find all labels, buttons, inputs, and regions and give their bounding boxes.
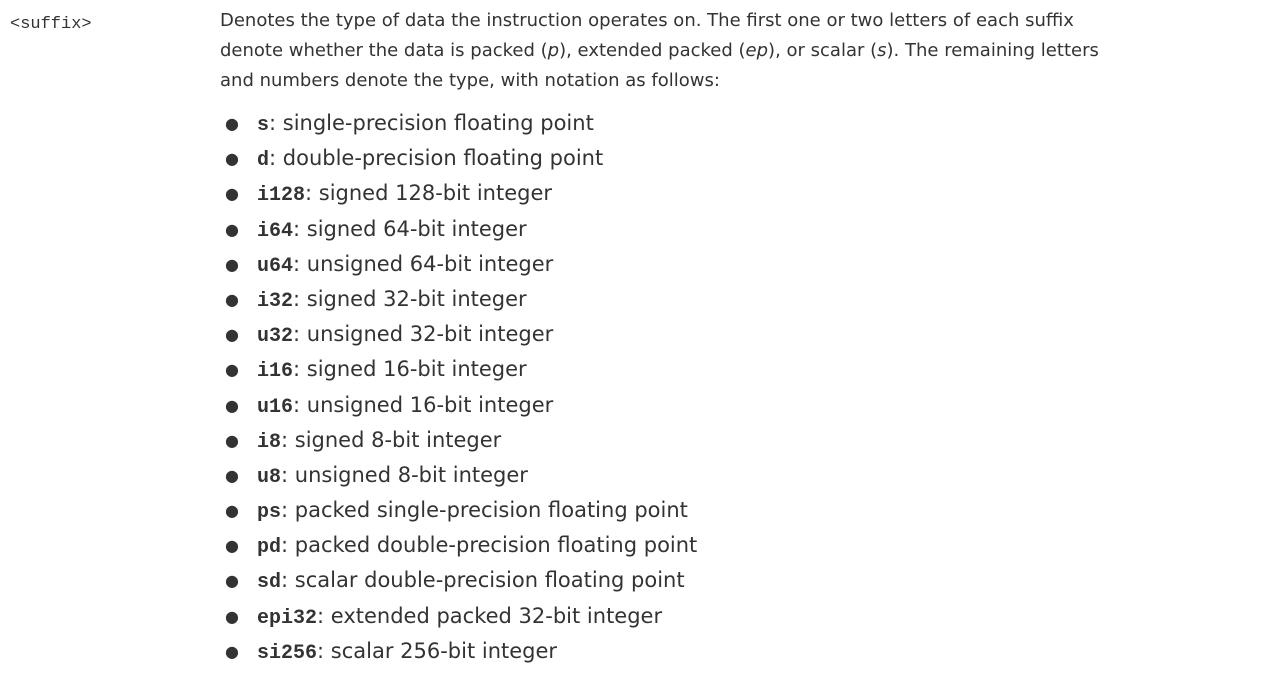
suffix-code: pd — [257, 536, 282, 560]
suffix-description: : packed double-precision floating point — [281, 533, 698, 558]
suffix-description: : extended packed 32-bit integer — [317, 603, 663, 628]
bullet-icon: ● — [225, 289, 239, 309]
suffix-code: u8 — [257, 465, 282, 489]
bullet-icon: ● — [225, 360, 239, 380]
suffix-description: : signed 64-bit integer — [293, 216, 527, 241]
bullet-icon: ● — [225, 571, 239, 591]
description-line-3: and numbers denote the type, with notati… — [220, 70, 720, 91]
suffix-code: i128 — [257, 184, 306, 208]
suffix-list: ●s: single-precision floating point ●d: … — [220, 106, 1270, 669]
suffix-description: : unsigned 32-bit integer — [293, 322, 554, 347]
suffix-code: ps — [257, 501, 282, 525]
list-item: ● i32: signed 32-bit integer — [220, 282, 1270, 317]
suffix-code: d — [257, 149, 270, 173]
definition-description: Denotes the type of data the instruction… — [220, 6, 1270, 96]
bullet-icon: ● — [225, 501, 239, 521]
suffix-description: : scalar 256-bit integer — [317, 638, 558, 663]
bullet-icon: ● — [225, 641, 239, 661]
packed-abbrev: p — [547, 40, 560, 61]
definition-term: <suffix> — [10, 15, 92, 34]
definition-body: Denotes the type of data the instruction… — [220, 6, 1270, 669]
suffix-code: si256 — [257, 641, 318, 665]
list-item: ● i8: signed 8-bit integer — [220, 423, 1270, 458]
suffix-description: : double-precision floating point — [269, 146, 604, 171]
suffix-code: i64 — [257, 219, 294, 243]
suffix-description: : single-precision floating point — [269, 111, 594, 135]
list-item: ● sd: scalar double-precision floating po… — [220, 563, 1270, 598]
bullet-icon: ● — [225, 536, 239, 556]
suffix-description: : signed 8-bit integer — [281, 427, 502, 452]
scalar-abbrev: s — [877, 40, 887, 61]
list-item: ● ps: packed single-precision floating po… — [220, 493, 1270, 528]
suffix-code: i32 — [257, 289, 294, 313]
suffix-code: sd — [257, 571, 282, 595]
bullet-icon: ● — [225, 465, 239, 485]
list-item: ● u8: unsigned 8-bit integer — [220, 458, 1270, 493]
list-item: ● u16: unsigned 16-bit integer — [220, 388, 1270, 423]
bullet-icon: ● — [225, 114, 239, 133]
extended-packed-abbrev: ep — [745, 40, 769, 61]
bullet-icon: ● — [225, 149, 239, 169]
description-line-2: denote whether the data is packed (p), e… — [220, 40, 1099, 61]
suffix-code: i16 — [257, 360, 294, 384]
bullet-icon: ● — [225, 325, 239, 345]
list-item: ● epi32: extended packed 32-bit integer — [220, 599, 1270, 634]
bullet-icon: ● — [225, 219, 239, 239]
description-line-1: Denotes the type of data the instruction… — [220, 10, 1074, 31]
bullet-icon: ● — [225, 430, 239, 450]
bullet-icon: ● — [225, 395, 239, 415]
suffix-code: epi32 — [257, 606, 318, 630]
suffix-description: : unsigned 64-bit integer — [293, 251, 554, 276]
list-item: ● pd: packed double-precision floating po… — [220, 528, 1270, 563]
bullet-icon: ● — [225, 184, 239, 204]
suffix-code: u16 — [257, 395, 294, 419]
list-item: ● i16: signed 16-bit integer — [220, 352, 1270, 387]
suffix-description: : signed 128-bit integer — [305, 181, 553, 206]
suffix-description: : signed 16-bit integer — [293, 357, 527, 382]
suffix-description: : unsigned 8-bit integer — [281, 462, 528, 487]
suffix-code: i8 — [257, 430, 282, 454]
suffix-description: : scalar double-precision floating point — [281, 568, 685, 593]
suffix-description: : signed 32-bit integer — [293, 286, 527, 311]
list-item: ● i128: signed 128-bit integer — [220, 176, 1270, 211]
suffix-description: : unsigned 16-bit integer — [293, 392, 554, 417]
suffix-code: u32 — [257, 325, 294, 349]
list-item: ● si256: scalar 256-bit integer — [220, 634, 1270, 669]
list-item: ● u32: unsigned 32-bit integer — [220, 317, 1270, 352]
suffix-code: s — [257, 114, 270, 137]
bullet-icon: ● — [225, 606, 239, 626]
suffix-description: : packed single-precision floating point — [281, 498, 688, 523]
suffix-code: u64 — [257, 254, 294, 278]
list-item: ● u64: unsigned 64-bit integer — [220, 247, 1270, 282]
list-item: ● s: single-precision floating point — [220, 106, 1270, 141]
list-item: ● d: double-precision floating point — [220, 141, 1270, 176]
list-item: ● i64: signed 64-bit integer — [220, 212, 1270, 247]
bullet-icon: ● — [225, 254, 239, 274]
